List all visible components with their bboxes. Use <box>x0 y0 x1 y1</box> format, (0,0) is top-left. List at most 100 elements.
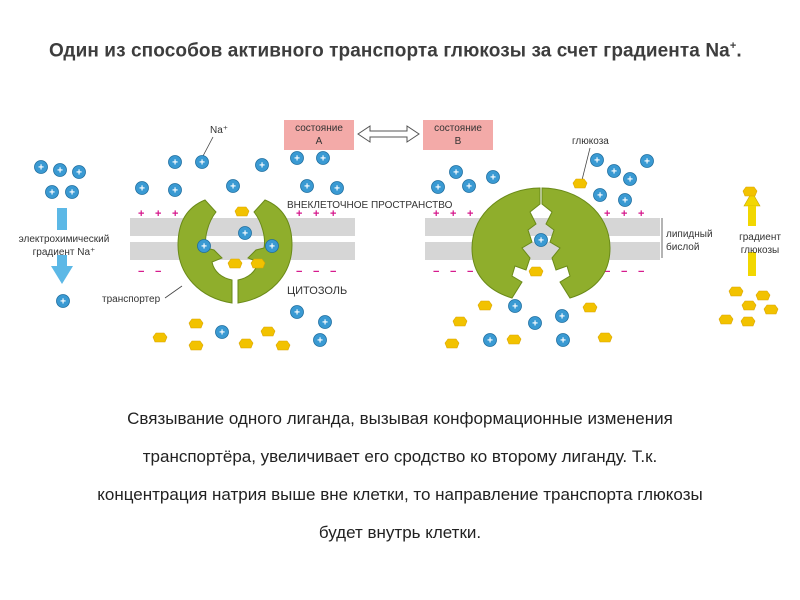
caption: Связывание одного лиганда, вызывая конфо… <box>20 400 780 552</box>
svg-text:градиент: градиент <box>739 232 781 243</box>
sodium-ion <box>462 179 476 194</box>
plus-charge: + <box>330 208 336 220</box>
glucose-molecule <box>741 300 757 311</box>
plus-charge: + <box>604 208 610 220</box>
sodium-ion <box>330 181 344 196</box>
minus-charge: − <box>330 266 336 278</box>
caption-line: Связывание одного лиганда, вызывая конфо… <box>127 409 673 428</box>
state-double-arrow <box>357 125 420 143</box>
plus-charge: + <box>467 208 473 220</box>
membrane-charges: + + + + + + − − − − − + + + + + + − − − … <box>138 208 644 278</box>
glucose-molecule <box>506 334 522 345</box>
sodium-ion <box>290 305 304 320</box>
sodium-ion <box>226 179 240 194</box>
sodium-ion <box>215 325 229 340</box>
glucose-molecule <box>444 338 460 349</box>
sodium-ion <box>135 181 149 196</box>
sodium-ion <box>65 185 79 200</box>
page-title: Один из способов активного транспорта гл… <box>49 40 742 62</box>
transporter-state-b <box>471 187 611 299</box>
sodium-ion <box>255 158 269 173</box>
sodium-ion <box>53 163 67 178</box>
caption-line: будет внутрь клетки. <box>318 523 482 542</box>
sodium-ion <box>168 155 182 170</box>
glucose-molecule <box>188 318 204 329</box>
minus-charge: − <box>296 266 302 278</box>
glucose-molecule <box>740 316 756 327</box>
glucose-molecule <box>152 332 168 343</box>
glucose-molecule <box>227 258 243 269</box>
glucose-molecule <box>452 316 468 327</box>
minus-charge: − <box>450 266 456 278</box>
transporter-label: транспортер <box>102 294 161 305</box>
sodium-ion <box>300 179 314 194</box>
sodium-ion <box>265 239 279 254</box>
glucose-molecule <box>528 266 544 277</box>
state-a-box: состояние А <box>284 120 354 150</box>
glucose-molecule <box>597 332 613 343</box>
sodium-ion <box>449 165 463 180</box>
cytosol-label: ЦИТОЗОЛЬ <box>287 285 347 297</box>
sodium-ion <box>640 154 654 169</box>
minus-charge: − <box>138 266 144 278</box>
caption-line: концентрация натрия выше вне клетки, то … <box>97 485 703 504</box>
sodium-ion <box>195 155 209 170</box>
minus-charge: − <box>313 266 319 278</box>
sodium-ion <box>623 172 637 187</box>
glucose-gradient: градиент глюкозы <box>739 191 781 276</box>
svg-text:состояние: состояние <box>295 123 343 134</box>
lipid-label: бислой <box>666 241 699 253</box>
plus-charge: + <box>172 208 178 220</box>
sodium-ion <box>238 226 252 241</box>
svg-text:градиент Na⁺: градиент Na⁺ <box>33 247 96 258</box>
sodium-ion <box>486 170 500 185</box>
plus-charge: + <box>155 208 161 220</box>
sodium-ion <box>528 316 542 331</box>
plus-charge: + <box>296 208 302 220</box>
sodium-ion <box>508 299 522 314</box>
na-gradient: электрохимический градиент Na⁺ <box>19 208 110 284</box>
svg-text:А: А <box>316 136 323 147</box>
minus-charge: − <box>155 266 161 278</box>
glucose-molecule <box>477 300 493 311</box>
glucose-molecule <box>275 340 291 351</box>
minus-charge: − <box>433 266 439 278</box>
sodium-ion <box>45 185 59 200</box>
sodium-ion <box>618 193 632 208</box>
sodium-ion <box>590 153 604 168</box>
glucose-molecule <box>238 338 254 349</box>
sodium-ion <box>72 165 86 180</box>
glucose-molecule <box>572 178 588 189</box>
plus-charge: + <box>621 208 627 220</box>
glucose-molecule <box>718 314 734 325</box>
minus-charge: − <box>467 266 473 278</box>
sodium-ion <box>607 164 621 179</box>
svg-text:электрохимический: электрохимический <box>19 234 110 245</box>
glucose-molecule <box>582 302 598 313</box>
glucose-molecule <box>763 304 779 315</box>
extracellular-label: ВНЕКЛЕТОЧНОЕ ПРОСТРАНСТВО <box>287 200 453 211</box>
glucose-molecule <box>250 258 266 269</box>
lipid-label: липидный <box>666 229 713 240</box>
glucose-molecule <box>260 326 276 337</box>
svg-text:состояние: состояние <box>434 123 482 134</box>
plus-charge: + <box>638 208 644 220</box>
sodium-ion <box>313 333 327 348</box>
minus-charge: − <box>638 266 644 278</box>
plus-charge: + <box>433 208 439 220</box>
caption-line: транспортёра, увеличивает его сродство к… <box>142 447 658 466</box>
minus-charge: − <box>621 266 627 278</box>
glucose-molecule <box>188 340 204 351</box>
glucose-molecule <box>755 290 771 301</box>
svg-text:В: В <box>455 136 462 147</box>
minus-charge: − <box>604 266 610 278</box>
sodium-ion <box>556 333 570 348</box>
sodium-ion <box>197 239 211 254</box>
sodium-ion <box>431 180 445 195</box>
sodium-ion <box>555 309 569 324</box>
sodium-ion <box>168 183 182 198</box>
sodium-ion <box>34 160 48 175</box>
glucose-label: глюкоза <box>572 136 609 147</box>
plus-charge: + <box>313 208 319 220</box>
glucose-molecule <box>728 286 744 297</box>
